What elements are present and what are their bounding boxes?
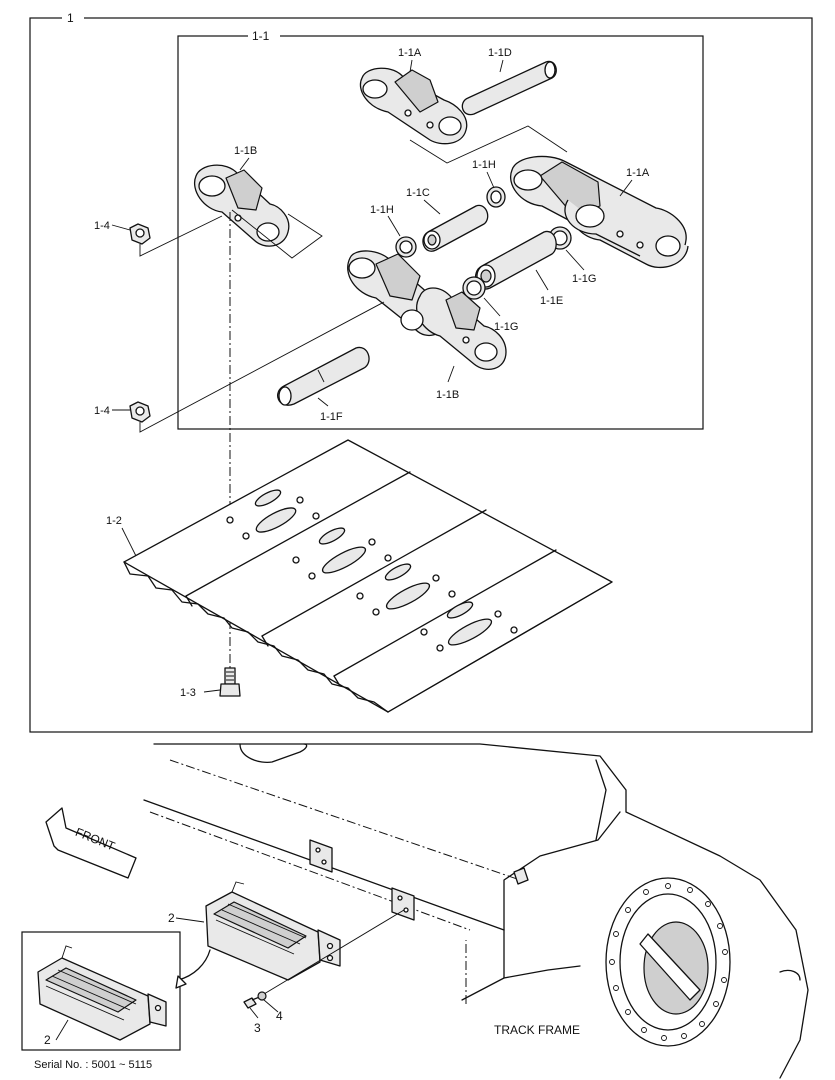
label-4: 4 <box>276 1009 283 1023</box>
label-1-1G-right: 1-1G <box>572 273 596 285</box>
label-1-2: 1-2 <box>106 515 122 527</box>
subassembly-label: 1-1 <box>252 29 270 43</box>
seal-1-1G-lower <box>462 276 486 300</box>
step-2-main <box>205 881 341 981</box>
track-shoe-1-2 <box>123 439 613 713</box>
label-1-3: 1-3 <box>180 687 196 699</box>
track-link-1-1B-left <box>194 164 290 247</box>
track-frame-label: TRACK FRAME <box>494 1023 580 1037</box>
track-link-1-1A-top <box>359 67 468 145</box>
label-1-1A-right: 1-1A <box>626 167 650 179</box>
step-2-inset <box>37 945 167 1041</box>
label-1-1B-lower: 1-1B <box>436 389 459 401</box>
seal-1-1H-lower <box>395 236 417 258</box>
pin-1-1F <box>277 346 370 406</box>
bushing-1-1C <box>422 204 489 252</box>
track-frame <box>143 743 809 1079</box>
serial-number: Serial No. : 5001 ~ 5115 <box>34 1059 152 1071</box>
track-link-1-1A-right <box>510 155 689 269</box>
pin-1-1D <box>461 60 557 116</box>
nut-1-4-upper <box>129 223 151 245</box>
label-1-1G-lower: 1-1G <box>494 321 518 333</box>
label-1-1B-left: 1-1B <box>234 145 257 157</box>
label-1-1E: 1-1E <box>540 295 563 307</box>
label-2-inset: 2 <box>44 1033 51 1047</box>
assembly-label: 1 <box>67 11 74 25</box>
label-1-1C: 1-1C <box>406 187 430 199</box>
label-1-1F: 1-1F <box>320 411 343 423</box>
label-1-1H-upper: 1-1H <box>472 159 496 171</box>
washer-4 <box>257 991 267 1001</box>
label-1-4-upper: 1-4 <box>94 220 110 232</box>
label-1-1A-top: 1-1A <box>398 47 422 59</box>
label-1-1D: 1-1D <box>488 47 512 59</box>
label-1-4-lower: 1-4 <box>94 405 110 417</box>
track-link-1-1B-lower <box>347 250 507 370</box>
bolt-1-3 <box>219 667 241 697</box>
front-arrow-icon: FRONT <box>45 807 137 879</box>
label-2-main: 2 <box>168 911 175 925</box>
nut-1-4-lower <box>129 401 151 423</box>
label-1-1H-lower: 1-1H <box>370 204 394 216</box>
seal-1-1H-upper <box>486 186 506 208</box>
label-3: 3 <box>254 1021 261 1035</box>
